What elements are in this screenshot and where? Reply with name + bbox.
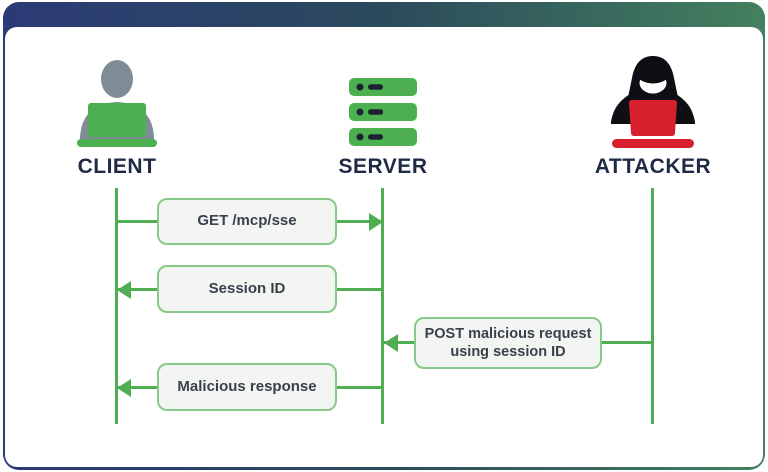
message-box-3: POST malicious request using session ID xyxy=(414,317,602,369)
message-label-3: POST malicious request using session ID xyxy=(424,325,592,360)
message-label-1: GET /mcp/sse xyxy=(197,212,297,230)
lifeline-attacker xyxy=(651,188,654,424)
client-user-laptop-icon xyxy=(72,52,162,148)
actor-attacker: ATTACKER xyxy=(573,52,733,179)
message-label-4: Malicious response xyxy=(177,377,317,395)
attacker-hacker-icon xyxy=(603,52,703,148)
arrowhead-left-2 xyxy=(117,280,131,299)
server-stack-icon xyxy=(341,52,425,148)
message-box-1: GET /mcp/sse xyxy=(157,198,337,245)
message-box-2: Session ID xyxy=(157,265,337,313)
attacker-hacker-icon-svg xyxy=(611,56,695,148)
arrowhead-right-1 xyxy=(369,212,383,231)
lifeline-client xyxy=(115,188,118,424)
actor-client: CLIENT xyxy=(37,52,197,179)
client-user-laptop-icon-svg xyxy=(77,60,157,147)
arrowhead-left-4 xyxy=(117,378,131,397)
arrowhead-left-3 xyxy=(384,333,398,352)
client-label: CLIENT xyxy=(77,155,157,178)
actor-server: SERVER xyxy=(303,52,463,179)
message-box-4: Malicious response xyxy=(157,363,337,411)
server-label: SERVER xyxy=(338,155,428,178)
lifeline-server xyxy=(381,188,384,424)
server-stack-icon-svg xyxy=(349,78,417,146)
message-label-2: Session ID xyxy=(208,279,286,297)
attacker-label: ATTACKER xyxy=(594,155,712,178)
